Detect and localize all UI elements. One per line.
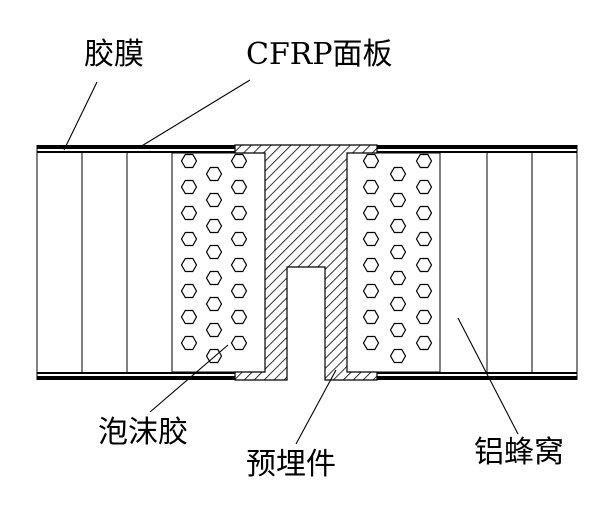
leader-line-insert bbox=[295, 369, 337, 445]
foam-bubble bbox=[205, 322, 223, 338]
foam-bubble bbox=[205, 166, 223, 182]
leader-line-foam bbox=[149, 344, 229, 413]
foam-bubble bbox=[205, 244, 223, 260]
foam-adhesive-left bbox=[171, 152, 266, 373]
foam-bubble bbox=[205, 348, 223, 364]
label-aluminum-honeycomb: 铝蜂窝 bbox=[474, 435, 564, 470]
foam-bubble bbox=[230, 153, 248, 169]
foam-bubble bbox=[205, 192, 223, 208]
embedded-insert bbox=[234, 144, 378, 381]
foam-bubble bbox=[180, 257, 198, 273]
foam-adhesive-right bbox=[346, 152, 441, 373]
top-face-sheet bbox=[36, 145, 578, 153]
foam-bubble bbox=[362, 153, 380, 169]
label-embedded-insert: 预埋件 bbox=[246, 447, 336, 482]
leader-line-adhesive bbox=[63, 81, 98, 151]
foam-bubble bbox=[180, 205, 198, 221]
foam-bubble bbox=[180, 309, 198, 325]
label-cfrp-panel: CFRP面板 bbox=[246, 37, 393, 72]
foam-bubble bbox=[415, 153, 433, 169]
foam-bubble bbox=[415, 179, 433, 195]
foam-bubble bbox=[230, 179, 248, 195]
foam-bubble bbox=[205, 218, 223, 234]
foam-bubbles-right bbox=[362, 153, 433, 364]
foam-bubble bbox=[415, 231, 433, 247]
label-foam-adhesive: 泡沫胶 bbox=[98, 415, 188, 450]
foam-bubbles-left bbox=[180, 153, 248, 364]
foam-bubble bbox=[415, 257, 433, 273]
foam-bubble bbox=[180, 153, 198, 169]
foam-bubble bbox=[362, 231, 380, 247]
foam-bubble bbox=[415, 335, 433, 351]
foam-bubble bbox=[180, 231, 198, 247]
foam-bubble bbox=[230, 283, 248, 299]
leader-line-honeycomb bbox=[457, 317, 519, 435]
label-adhesive-film: 胶膜 bbox=[84, 37, 144, 72]
foam-bubble bbox=[180, 283, 198, 299]
foam-bubble bbox=[389, 296, 407, 312]
foam-bubble bbox=[362, 283, 380, 299]
foam-bubble bbox=[180, 335, 198, 351]
foam-bubble bbox=[389, 348, 407, 364]
foam-bubble bbox=[180, 179, 198, 195]
foam-bubble bbox=[230, 205, 248, 221]
foam-bubble bbox=[230, 309, 248, 325]
foam-bubble bbox=[362, 205, 380, 221]
foam-bubble bbox=[415, 205, 433, 221]
leader-line-cfrp bbox=[139, 79, 251, 148]
foam-bubble bbox=[230, 257, 248, 273]
foam-bubble bbox=[230, 335, 248, 351]
foam-bubble bbox=[230, 231, 248, 247]
foam-bubble bbox=[415, 283, 433, 299]
foam-bubble bbox=[389, 166, 407, 182]
foam-bubble bbox=[389, 218, 407, 234]
foam-bubble bbox=[205, 296, 223, 312]
honeycomb-core-right bbox=[439, 153, 578, 372]
foam-bubble bbox=[362, 335, 380, 351]
foam-bubble bbox=[362, 179, 380, 195]
foam-bubble bbox=[362, 309, 380, 325]
foam-bubble bbox=[389, 322, 407, 338]
foam-bubble bbox=[389, 244, 407, 260]
foam-bubble bbox=[362, 257, 380, 273]
honeycomb-core-left bbox=[36, 153, 173, 372]
foam-bubble bbox=[415, 309, 433, 325]
foam-bubble bbox=[205, 270, 223, 286]
foam-bubble bbox=[389, 192, 407, 208]
foam-bubble bbox=[389, 270, 407, 286]
bottom-face-sheet bbox=[36, 372, 578, 380]
